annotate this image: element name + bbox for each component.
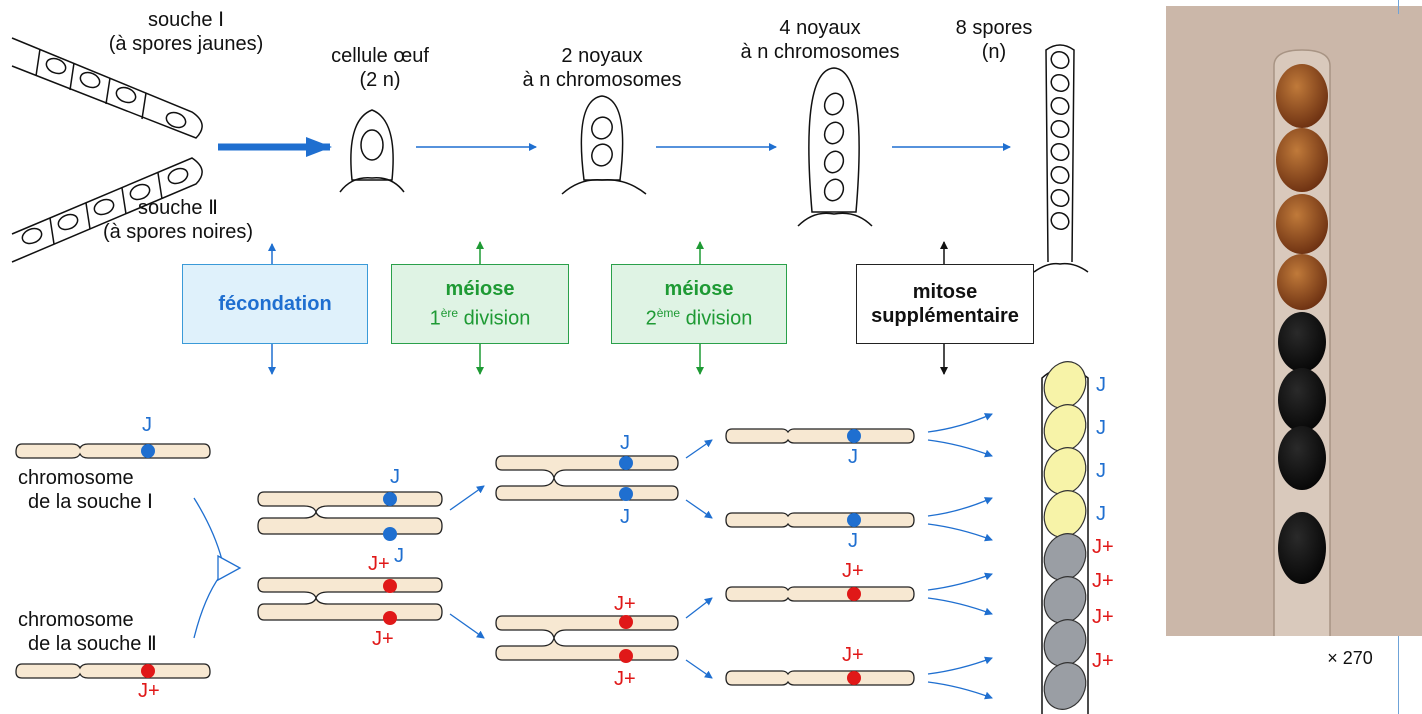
allele-label: J: [848, 446, 858, 468]
dyad-j: [495, 455, 679, 501]
eight-spores-label: 8 spores(n): [955, 17, 1033, 63]
spore-label: J: [1096, 460, 1106, 482]
spore-label: J: [1096, 503, 1106, 525]
chromatids: [725, 428, 915, 686]
dyad-jplus: [495, 615, 679, 661]
hypha-strain-2: [11, 157, 203, 263]
spore-label: J: [1096, 374, 1106, 396]
egg-cell-drawing: [339, 109, 405, 193]
hypha-strain-1: [11, 37, 203, 139]
allele-label: J: [394, 545, 404, 567]
bivalent-j: [257, 491, 443, 535]
allele-label: J+: [368, 553, 390, 575]
allele-label: J: [142, 414, 152, 436]
edge-line: [1398, 0, 1399, 14]
process-connectors: [268, 241, 948, 375]
mitosis-arrows: [927, 413, 993, 700]
allele-jplus-dot: [141, 664, 155, 678]
allele-label: J+: [614, 593, 636, 615]
allele-label: J: [848, 530, 858, 552]
chromosome-strain-1: [15, 443, 211, 459]
allele-label: J+: [842, 560, 864, 582]
strain-1-label: souche Ⅰ(à spores jaunes): [108, 9, 264, 55]
bivalent-jplus: [257, 577, 443, 621]
allele-label: J+: [372, 628, 394, 650]
spore-label: J+: [1092, 536, 1114, 558]
spore-label: J: [1096, 417, 1106, 439]
four-nuclei-drawing: [797, 67, 873, 227]
magnification-label: × 270: [1327, 648, 1373, 668]
egg-cell-label: cellule œuf(2 n): [331, 45, 429, 91]
allele-label: J+: [614, 668, 636, 690]
chromosome-strain-2: [15, 663, 211, 679]
allele-label: J: [620, 432, 630, 454]
two-nuclei-drawing: [561, 95, 647, 195]
edge-line: [1398, 636, 1399, 714]
spore-label: J+: [1092, 606, 1114, 628]
allele-label: J: [390, 466, 400, 488]
allele-label: J+: [842, 644, 864, 666]
fecondation-box: fécondation: [182, 264, 368, 344]
meiose-2-box: méiose 2ème division: [611, 264, 787, 344]
spore-label: J+: [1092, 570, 1114, 592]
eight-spores-drawing: [1033, 44, 1089, 273]
mitose-box: mitose supplémentaire: [856, 264, 1034, 344]
allele-label: J: [620, 506, 630, 528]
final-ascus: [1041, 361, 1089, 714]
strain-2-label: souche Ⅱ(à spores noires): [102, 197, 254, 243]
spore-label: J+: [1092, 650, 1114, 672]
allele-j-dot: [141, 444, 155, 458]
meiose-1-box: méiose 1ère division: [391, 264, 569, 344]
ascus-micrograph: [1166, 6, 1422, 636]
allele-label: J+: [138, 680, 160, 702]
